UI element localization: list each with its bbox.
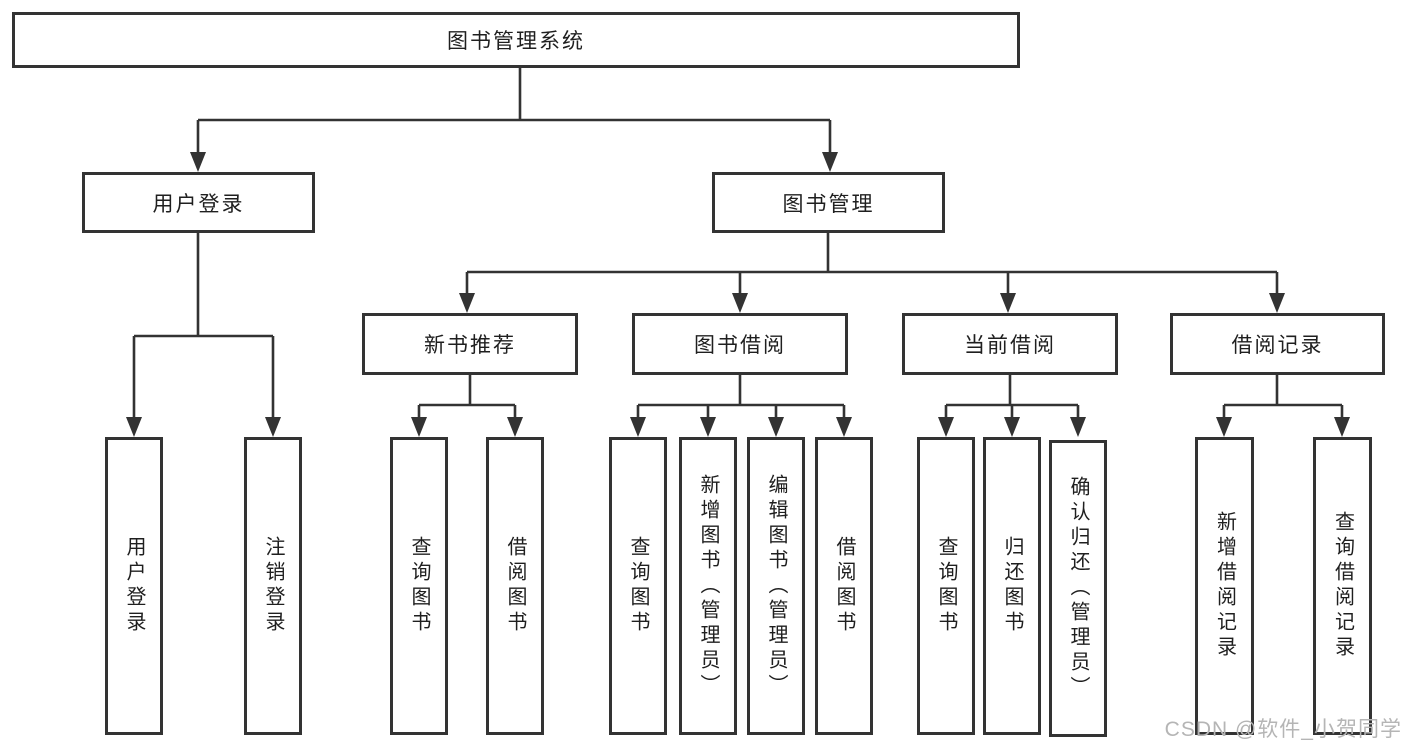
node-borrow-records-label: 借阅记录 [1231,334,1324,357]
node-book-management: 图书管理 [712,172,945,233]
leaf-edit-books-admin: 编辑图书（管理员） [747,437,805,735]
leaf-add-borrow-record: 新增借阅记录 [1195,437,1254,735]
leaf-user-login-label: 用户登录 [123,536,145,636]
leaf-borrow-books-2: 借阅图书 [815,437,873,735]
leaf-borrow-books-2-label: 借阅图书 [833,536,855,636]
node-borrow-records: 借阅记录 [1170,313,1385,375]
node-user-login-label: 用户登录 [152,192,245,216]
leaf-query-borrow-record-label: 查询借阅记录 [1331,511,1354,661]
leaf-return-books: 归还图书 [983,437,1041,735]
leaf-confirm-return-admin: 确认归还（管理员） [1049,440,1107,737]
node-user-login: 用户登录 [82,172,315,233]
leaf-borrow-books-1: 借阅图书 [486,437,544,735]
leaf-logout-label: 注销登录 [262,536,284,636]
leaf-query-books-1: 查询图书 [390,437,448,735]
leaf-add-books-admin-label: 新增图书（管理员） [697,473,719,699]
node-current-borrow-label: 当前借阅 [964,334,1056,357]
node-book-borrow-label: 图书借阅 [694,334,786,357]
leaf-logout: 注销登录 [244,437,302,735]
node-current-borrow: 当前借阅 [902,313,1118,375]
leaf-query-books-3: 查询图书 [917,437,975,735]
leaf-query-books-3-label: 查询图书 [935,536,957,636]
leaf-add-books-admin: 新增图书（管理员） [679,437,737,735]
node-new-book-recommend-label: 新书推荐 [424,334,516,357]
node-new-book-recommend: 新书推荐 [362,313,578,375]
node-book-management-label: 图书管理 [782,192,875,216]
leaf-query-borrow-record: 查询借阅记录 [1313,437,1372,735]
csdn-watermark: CSDN @软件_小贺同学 [1164,718,1402,741]
leaf-query-books-2-label: 查询图书 [627,536,649,636]
leaf-confirm-return-admin-label: 确认归还（管理员） [1067,476,1089,701]
leaf-return-books-label: 归还图书 [1001,536,1023,636]
leaf-edit-books-admin-label: 编辑图书（管理员） [765,473,787,699]
leaf-borrow-books-1-label: 借阅图书 [504,536,526,636]
node-root-system: 图书管理系统 [12,12,1020,68]
node-book-borrow: 图书借阅 [632,313,848,375]
node-root-label: 图书管理系统 [447,30,585,53]
leaf-add-borrow-record-label: 新增借阅记录 [1213,511,1236,661]
leaf-user-login: 用户登录 [105,437,163,735]
leaf-query-books-1-label: 查询图书 [408,536,430,636]
leaf-query-books-2: 查询图书 [609,437,667,735]
